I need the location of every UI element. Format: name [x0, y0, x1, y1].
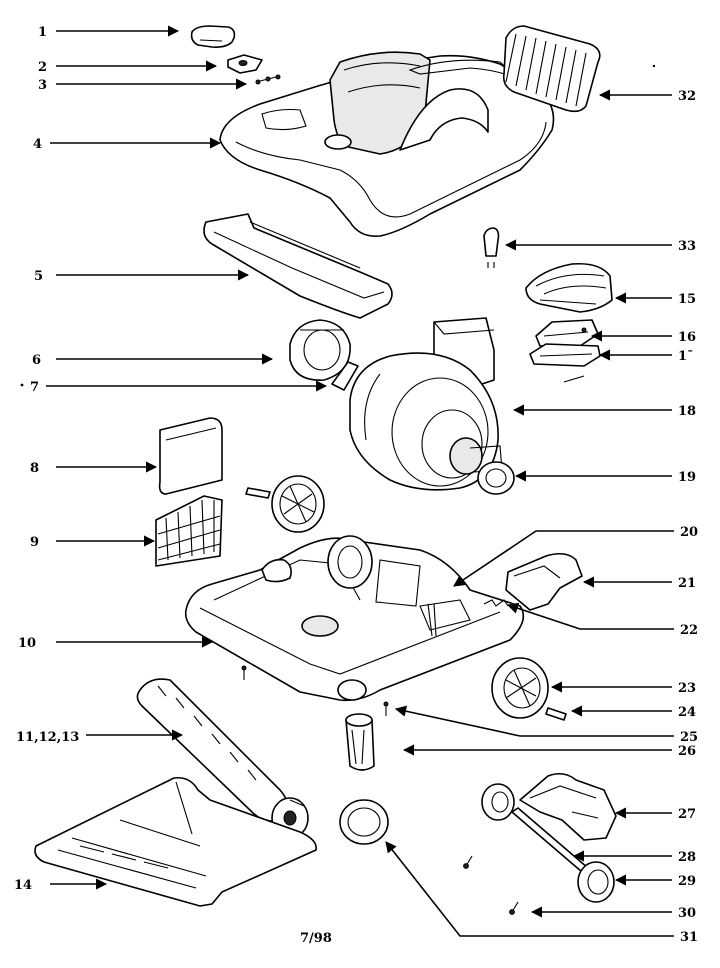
callout-33: 33	[678, 239, 696, 254]
callout-27: 27	[678, 807, 696, 822]
part-wheel	[271, 475, 325, 533]
callout-7: 7	[30, 380, 39, 395]
callout-25: 25	[680, 730, 698, 745]
part-8-filter	[158, 417, 223, 495]
callout-3: 3	[38, 78, 47, 93]
part-7-gasket	[331, 361, 359, 391]
callout-20: 20	[680, 525, 698, 540]
callout-30: 30	[678, 906, 696, 921]
callout-11-12-13: 11,12,13	[16, 730, 79, 745]
leader-lines	[46, 25, 674, 937]
part-31-belt	[339, 799, 389, 845]
part-3-screw	[255, 74, 281, 85]
part-17-switch-base	[529, 343, 601, 383]
part-16-switch	[535, 319, 599, 347]
part-22-spring	[483, 599, 509, 607]
part-screw-a	[241, 665, 247, 680]
callout-1: 1	[38, 25, 47, 40]
callout-10: 10	[18, 636, 36, 651]
part-1-cover	[190, 25, 236, 48]
part-18-motor	[349, 317, 503, 491]
part-4-hood	[219, 51, 555, 238]
callout-4: 4	[33, 137, 42, 152]
part-30-clip	[509, 901, 519, 915]
callout-23: 23	[678, 681, 696, 696]
callout-5: 5	[34, 269, 43, 284]
part-14-bottom-plate	[34, 776, 317, 907]
callout-29: 29	[678, 874, 696, 889]
callout-19: 19	[678, 470, 696, 485]
callout-labels: 1 2 3 4 5 6 7 8 9 10 11,12,13 14 15 16 1…	[14, 25, 698, 945]
part-25-screw	[383, 701, 389, 716]
part-6-ring	[289, 319, 351, 381]
callout-28: 28	[678, 850, 696, 865]
callout-6: 6	[32, 353, 41, 368]
part-24-pin	[545, 707, 567, 721]
part-9-mesh	[155, 495, 223, 567]
part-2-plate	[227, 54, 263, 74]
callout-31: 31	[680, 930, 698, 945]
callout-14: 14	[14, 878, 32, 893]
part-33-clip	[483, 227, 500, 268]
callout-9: 9	[30, 535, 39, 550]
part-29-wheel	[577, 861, 615, 903]
part-21-pedal	[505, 552, 583, 611]
part-19-ring	[477, 461, 515, 495]
part-15-switch-cover	[525, 262, 613, 313]
part-axle-wheel-top	[481, 783, 515, 821]
callout-15: 15	[678, 292, 696, 307]
part-27-bracket	[519, 772, 617, 841]
part-26-cup	[345, 713, 375, 771]
callout-2: 2	[38, 60, 47, 75]
part-23-wheel	[491, 657, 549, 719]
callout-26: 26	[678, 744, 696, 759]
part-clip-a	[463, 855, 473, 869]
callout-21: 21	[678, 576, 696, 591]
callout-18: 18	[678, 404, 696, 419]
part-10-base	[184, 535, 525, 702]
callout-16: 16	[678, 330, 696, 345]
callout-32: 32	[678, 89, 696, 104]
part-5-bumper	[203, 213, 393, 319]
date-code: 7/98	[300, 931, 332, 946]
callout-24: 24	[678, 705, 696, 720]
callout-17: 1ˉ	[678, 349, 694, 364]
callout-8: 8	[30, 461, 39, 476]
part-pin	[245, 487, 271, 499]
part-32-grille	[502, 25, 601, 113]
callout-22: 22	[680, 623, 698, 638]
